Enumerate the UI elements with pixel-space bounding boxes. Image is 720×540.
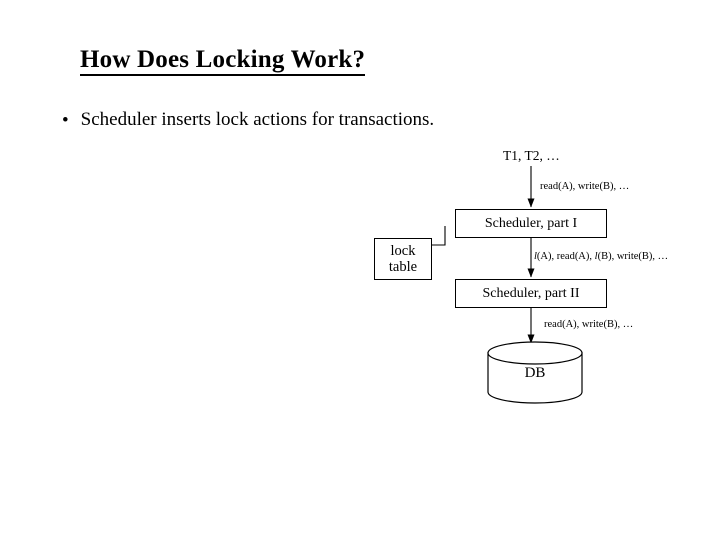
page-title: How Does Locking Work?	[80, 46, 366, 76]
lock-op-italic-1: l	[534, 251, 537, 262]
lock-op-italic-2: l	[594, 251, 598, 262]
ops-bottom-label: read(A), write(B), …	[544, 319, 634, 330]
page-title-text: How Does Locking Work?	[80, 46, 366, 76]
bullet-item: • Scheduler inserts lock actions for tra…	[62, 109, 435, 131]
bullet-item-label: Scheduler inserts lock actions for trans…	[80, 109, 435, 130]
db-cylinder-shape	[487, 341, 583, 404]
lock-table-box: lock table	[374, 238, 432, 280]
arrow-locktable-to-scheduler1	[432, 226, 446, 246]
transactions-label: T1, T2, …	[503, 148, 560, 163]
lock-table-label-line1: lock	[390, 242, 416, 259]
scheduler-part-1-box: Scheduler, part I	[455, 209, 607, 238]
scheduler-part-2-label: Scheduler, part II	[482, 285, 580, 301]
db-label: DB	[524, 365, 546, 381]
scheduler-part-1-label: Scheduler, part I	[484, 215, 578, 231]
ops-middle-rest-2: (B), write(B), …	[597, 251, 669, 262]
ops-middle-label: l(A), read(A), l(B), write(B), …	[534, 251, 668, 262]
scheduler-part-2-box: Scheduler, part II	[455, 279, 607, 308]
bullet-marker-icon: •	[62, 110, 69, 131]
lock-table-label-line2: table	[388, 259, 418, 275]
ops-middle-rest-1: (A), read(A),	[536, 251, 595, 262]
ops-top-label: read(A), write(B), …	[540, 181, 630, 192]
